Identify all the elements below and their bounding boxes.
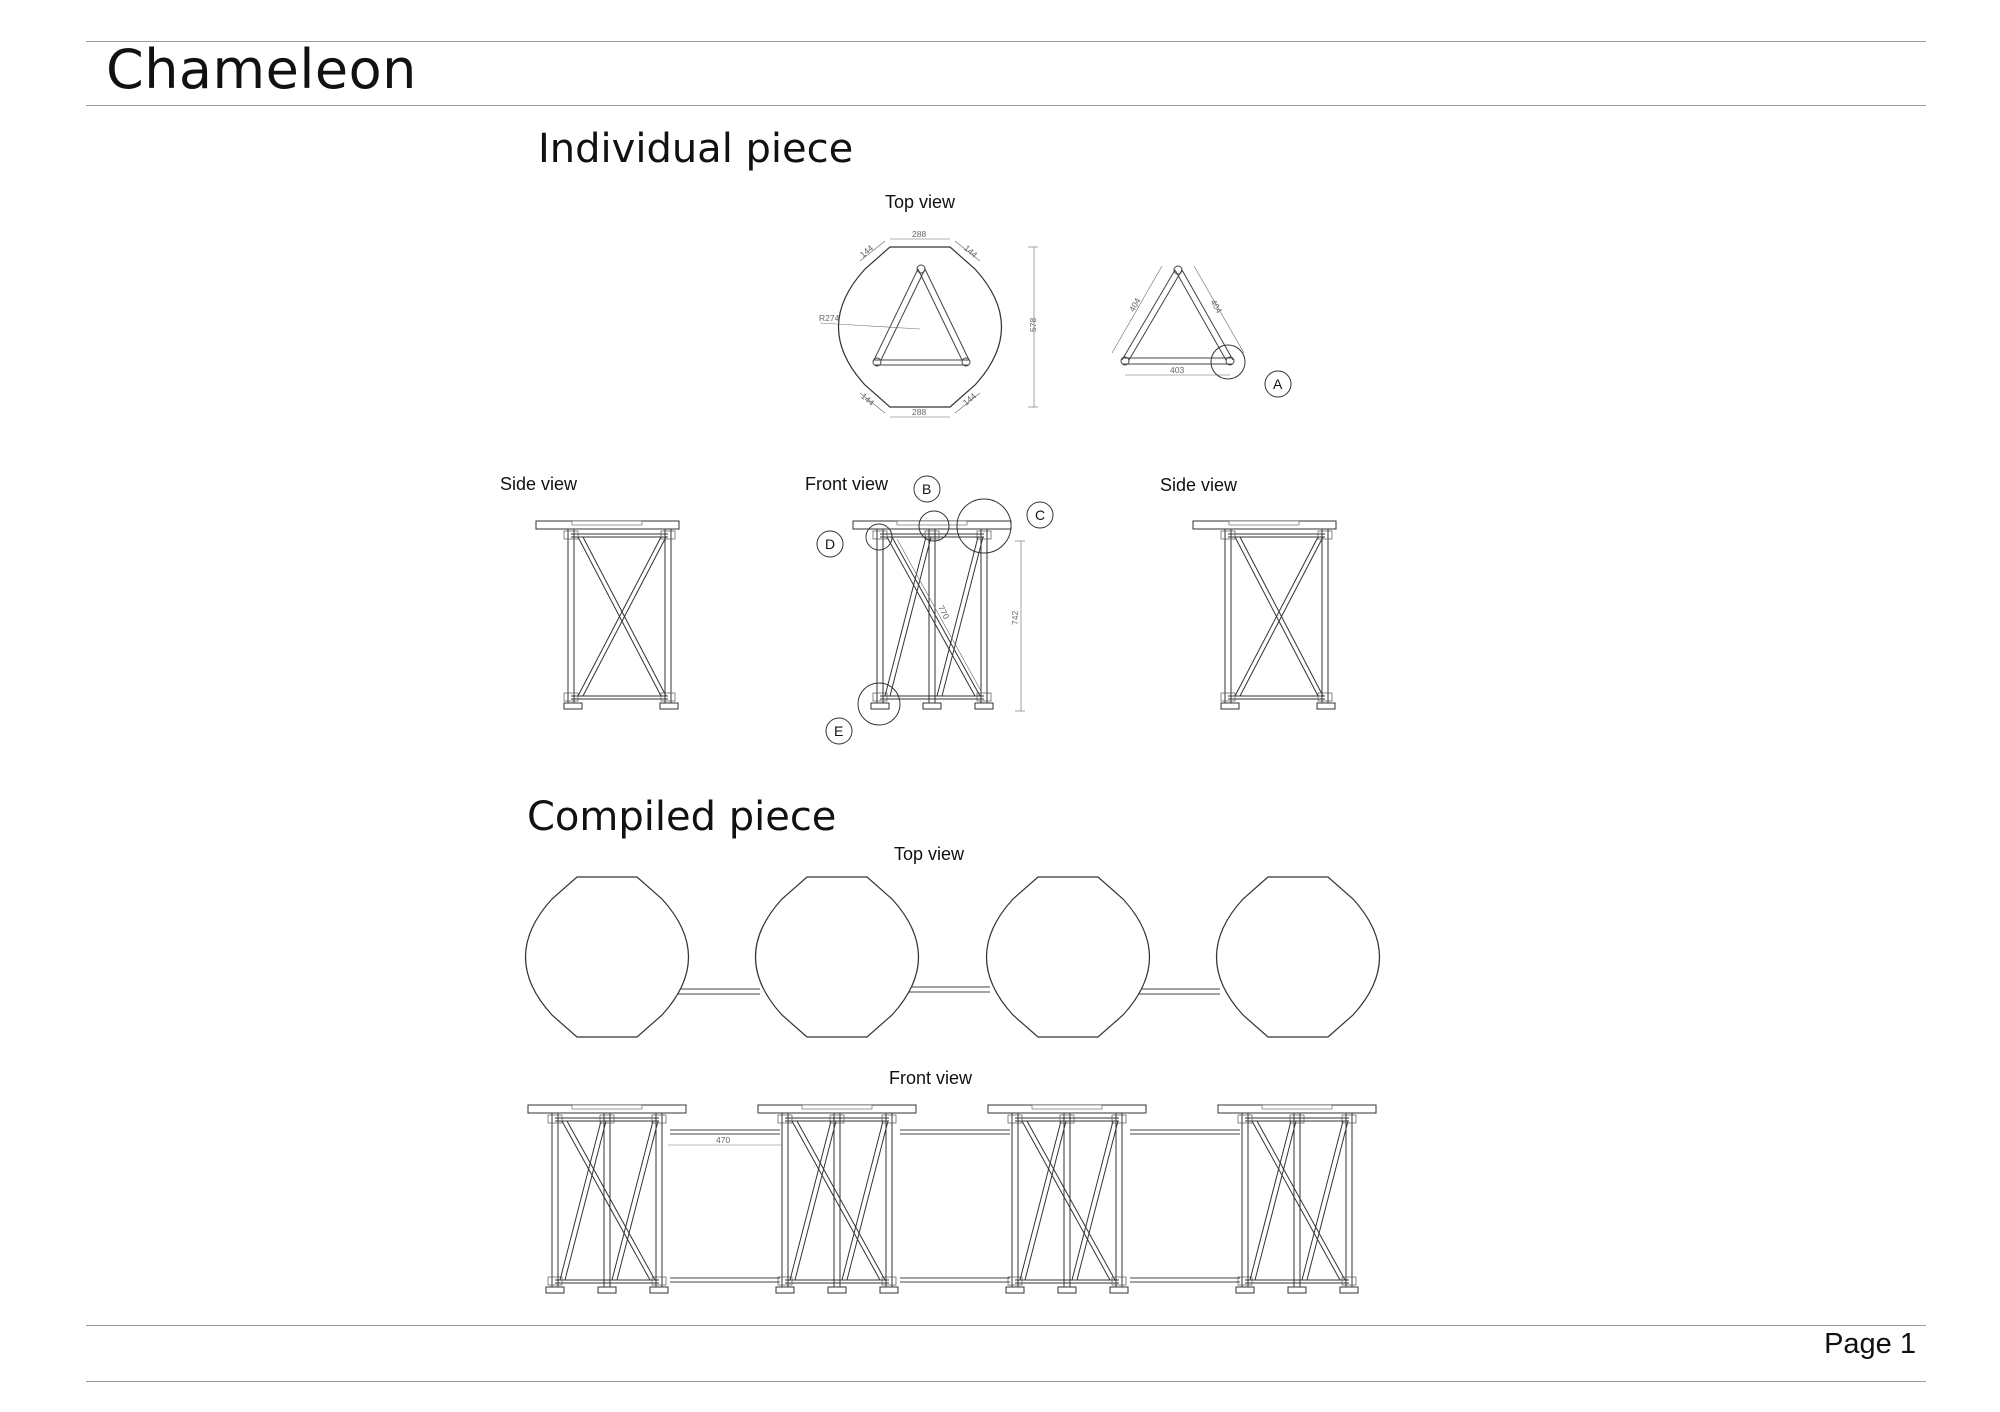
dim-overall-height: 578 xyxy=(1028,318,1038,332)
individual-side-view-left-label: Side view xyxy=(500,474,578,494)
callout-c: C xyxy=(1035,507,1045,523)
callout-a-bubble xyxy=(1264,370,1292,398)
dim-top-width: 288 xyxy=(912,229,926,239)
compiled-tabletop-3 xyxy=(985,876,1151,1038)
tabletop-outline xyxy=(837,246,1003,408)
compiled-frame-1 xyxy=(527,1104,687,1294)
compiled-tabletop-1 xyxy=(524,876,690,1038)
dim-corner-top-right: 144 xyxy=(962,243,980,260)
dim-compiled-gap: 470 xyxy=(716,1135,730,1145)
compiled-tabletop-2 xyxy=(754,876,920,1038)
individual-piece-title: Individual piece xyxy=(538,126,854,172)
compiled-frame-3 xyxy=(987,1104,1147,1294)
document-title: Chameleon xyxy=(106,38,417,101)
compiled-front-view: 470 xyxy=(527,1104,1377,1294)
compiled-piece-title: Compiled piece xyxy=(527,794,837,840)
detail-a-circle xyxy=(1210,344,1246,380)
compiled-top-view-label: Top view xyxy=(894,844,965,864)
dim-diagonal: 770 xyxy=(936,604,952,621)
individual-top-view-label: Top view xyxy=(885,192,956,212)
top-view-dimension-lines xyxy=(859,238,1038,418)
individual-frame-plan: 404 404 403 A xyxy=(1111,265,1292,398)
individual-front-view-label: Front view xyxy=(805,474,889,494)
compiled-front-view-label: Front view xyxy=(889,1068,973,1088)
individual-top-view: 288 288 144 144 144 144 578 R274 xyxy=(819,229,1038,418)
dim-corner-top-left: 144 xyxy=(858,243,876,260)
compiled-frame-4 xyxy=(1217,1104,1377,1294)
callout-d: D xyxy=(825,536,835,552)
callout-d-bubble xyxy=(816,530,844,558)
dim-tri-left: 404 xyxy=(1127,296,1143,314)
footer-top-rule xyxy=(86,1325,1926,1326)
dim-tri-base: 403 xyxy=(1170,365,1184,375)
detail-d-circle xyxy=(865,523,893,551)
compiled-tabletop-4 xyxy=(1215,876,1381,1038)
footer-bottom-rule xyxy=(86,1381,1926,1382)
compiled-frame-2 xyxy=(757,1104,917,1294)
individual-side-view-left xyxy=(535,520,680,710)
callout-b: B xyxy=(922,481,931,497)
header-top-rule xyxy=(86,41,1926,42)
callout-b-bubble xyxy=(913,475,941,503)
detail-b-circle xyxy=(918,510,950,542)
compiled-top-view xyxy=(524,876,1381,1038)
callout-e-bubble xyxy=(825,717,853,745)
triangle-frame xyxy=(872,264,971,367)
dim-front-height: 742 xyxy=(1010,611,1020,625)
callout-c-bubble xyxy=(1026,501,1054,529)
dim-radius: R274 xyxy=(819,313,840,323)
page-number: Page 1 xyxy=(1824,1328,1916,1360)
detail-c-circle xyxy=(956,498,1012,554)
callout-a: A xyxy=(1273,376,1283,392)
dim-corner-bottom-right: 144 xyxy=(961,391,979,408)
dim-tri-right: 404 xyxy=(1209,298,1225,316)
individual-side-view-right-label: Side view xyxy=(1160,475,1238,495)
header-bottom-rule xyxy=(86,105,1926,106)
dim-bottom-width: 288 xyxy=(912,407,926,417)
individual-front-view: 770 742 B C D E xyxy=(816,475,1054,745)
individual-side-view-right xyxy=(1192,520,1337,710)
callout-e: E xyxy=(834,723,843,739)
detail-e-circle xyxy=(857,682,901,726)
